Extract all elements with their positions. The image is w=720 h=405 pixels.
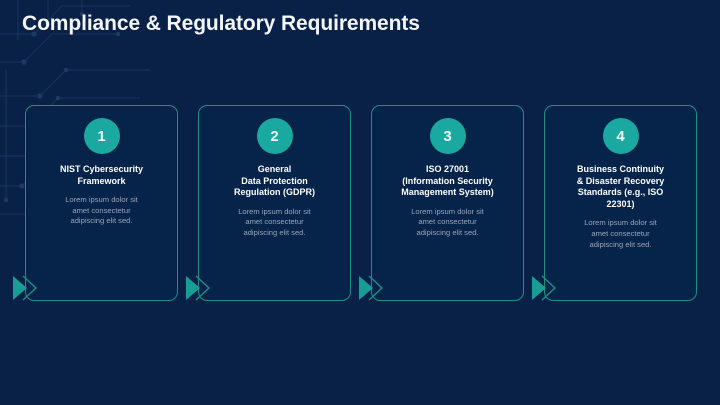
card-text-block-3: ISO 27001 (Information Security Manageme…	[378, 164, 517, 239]
card-text-block-4: Business Continuity & Disaster Recovery …	[551, 164, 690, 250]
card-description-3: Lorem ipsum dolor sit amet consectetur a…	[411, 206, 484, 237]
card-description-2: Lorem ipsum dolor sit amet consectetur a…	[238, 206, 311, 237]
requirement-card-4[interactable]: 4 Business Continuity & Disaster Recover…	[544, 105, 697, 301]
card-description-1: Lorem ipsum dolor sit amet consectetur a…	[65, 195, 138, 226]
requirement-card-3[interactable]: 3 ISO 27001 (Information Security Manage…	[371, 105, 524, 301]
step-number-badge-3: 3	[429, 118, 466, 154]
requirement-card-2[interactable]: 2 General Data Protection Regulation (GD…	[198, 105, 351, 301]
slide-title: Compliance & Regulatory Requirements	[22, 12, 420, 35]
card-title-3: ISO 27001 (Information Security Manageme…	[401, 164, 494, 198]
step-number-badge-4: 4	[602, 118, 639, 154]
card-text-block-1: NIST Cybersecurity Framework Lorem ipsum…	[32, 164, 171, 227]
card-title-2: General Data Protection Regulation (GDPR…	[234, 164, 315, 198]
requirement-card-1[interactable]: 1 NIST Cybersecurity Framework Lorem ips…	[25, 105, 178, 301]
card-text-block-2: General Data Protection Regulation (GDPR…	[205, 164, 344, 239]
step-number-badge-1: 1	[83, 118, 120, 154]
card-title-4: Business Continuity & Disaster Recovery …	[576, 164, 665, 209]
card-description-4: Lorem ipsum dolor sit amet consectetur a…	[584, 218, 657, 249]
step-number-badge-2: 2	[256, 118, 293, 154]
card-title-1: NIST Cybersecurity Framework	[59, 164, 144, 186]
card-row: 1 NIST Cybersecurity Framework Lorem ips…	[0, 105, 720, 301]
